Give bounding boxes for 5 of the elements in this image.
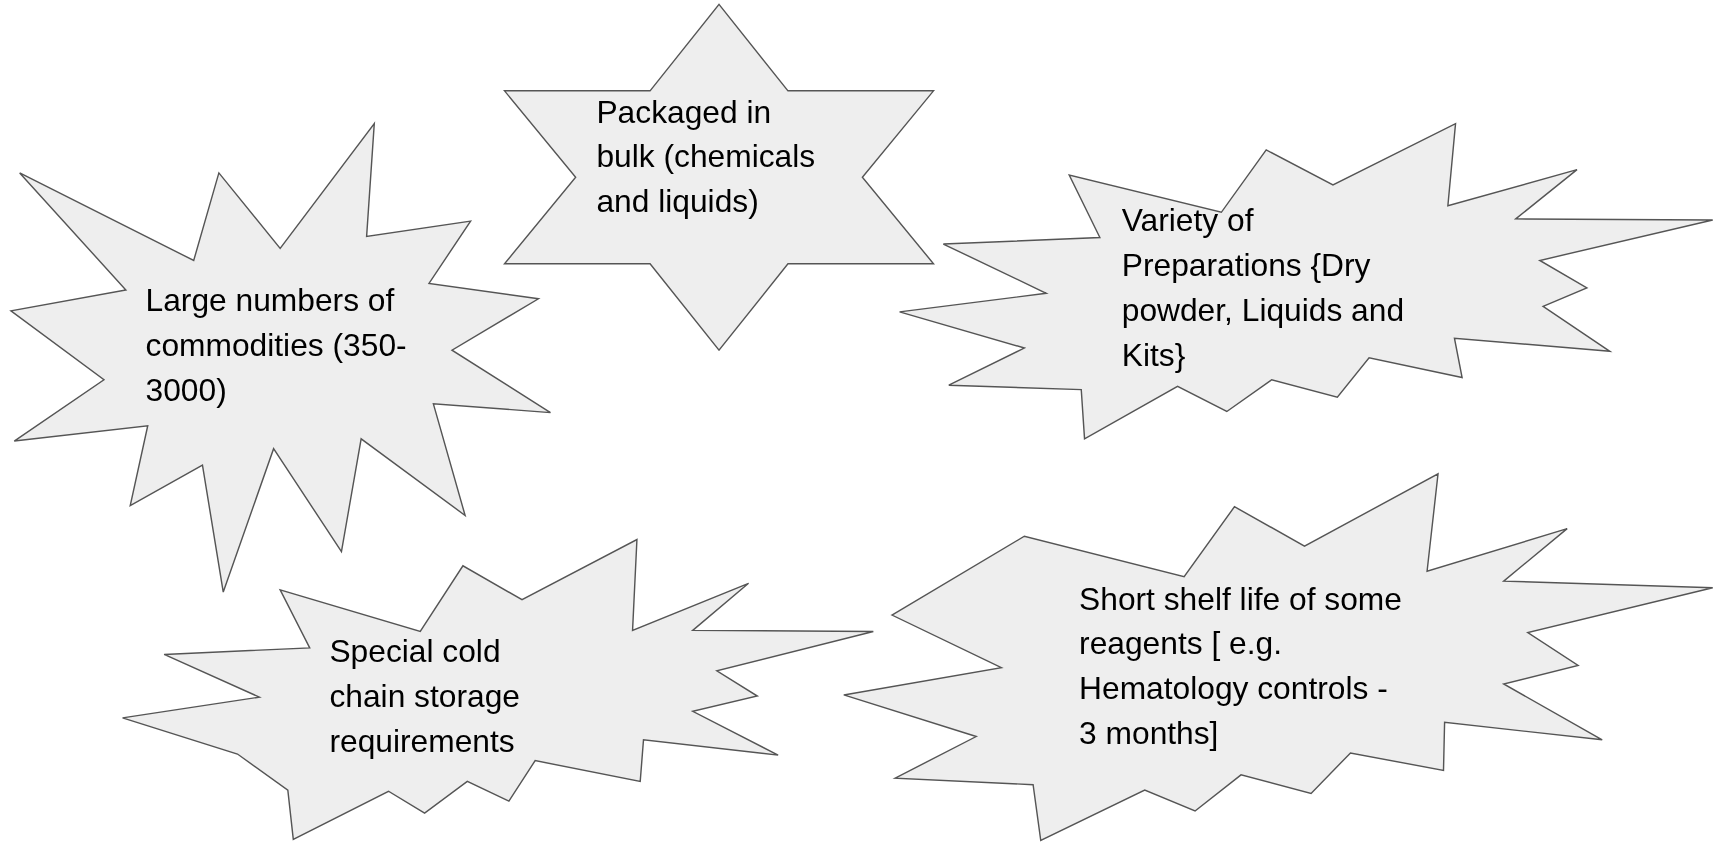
burst-text: Short shelf life of some reagents [ e.g. Hematology controls - 3 months]: [1079, 580, 1403, 753]
burst-text: Large numbers of commodities (350-3000): [145, 281, 408, 410]
burst-text: Variety of Preparations {Dry powder, Liquids and Kits}: [1121, 201, 1406, 375]
burst-text: Packaged in bulk (chemicals and liquids): [596, 93, 816, 221]
burst-text: Special cold chain storage requirements: [329, 632, 521, 761]
